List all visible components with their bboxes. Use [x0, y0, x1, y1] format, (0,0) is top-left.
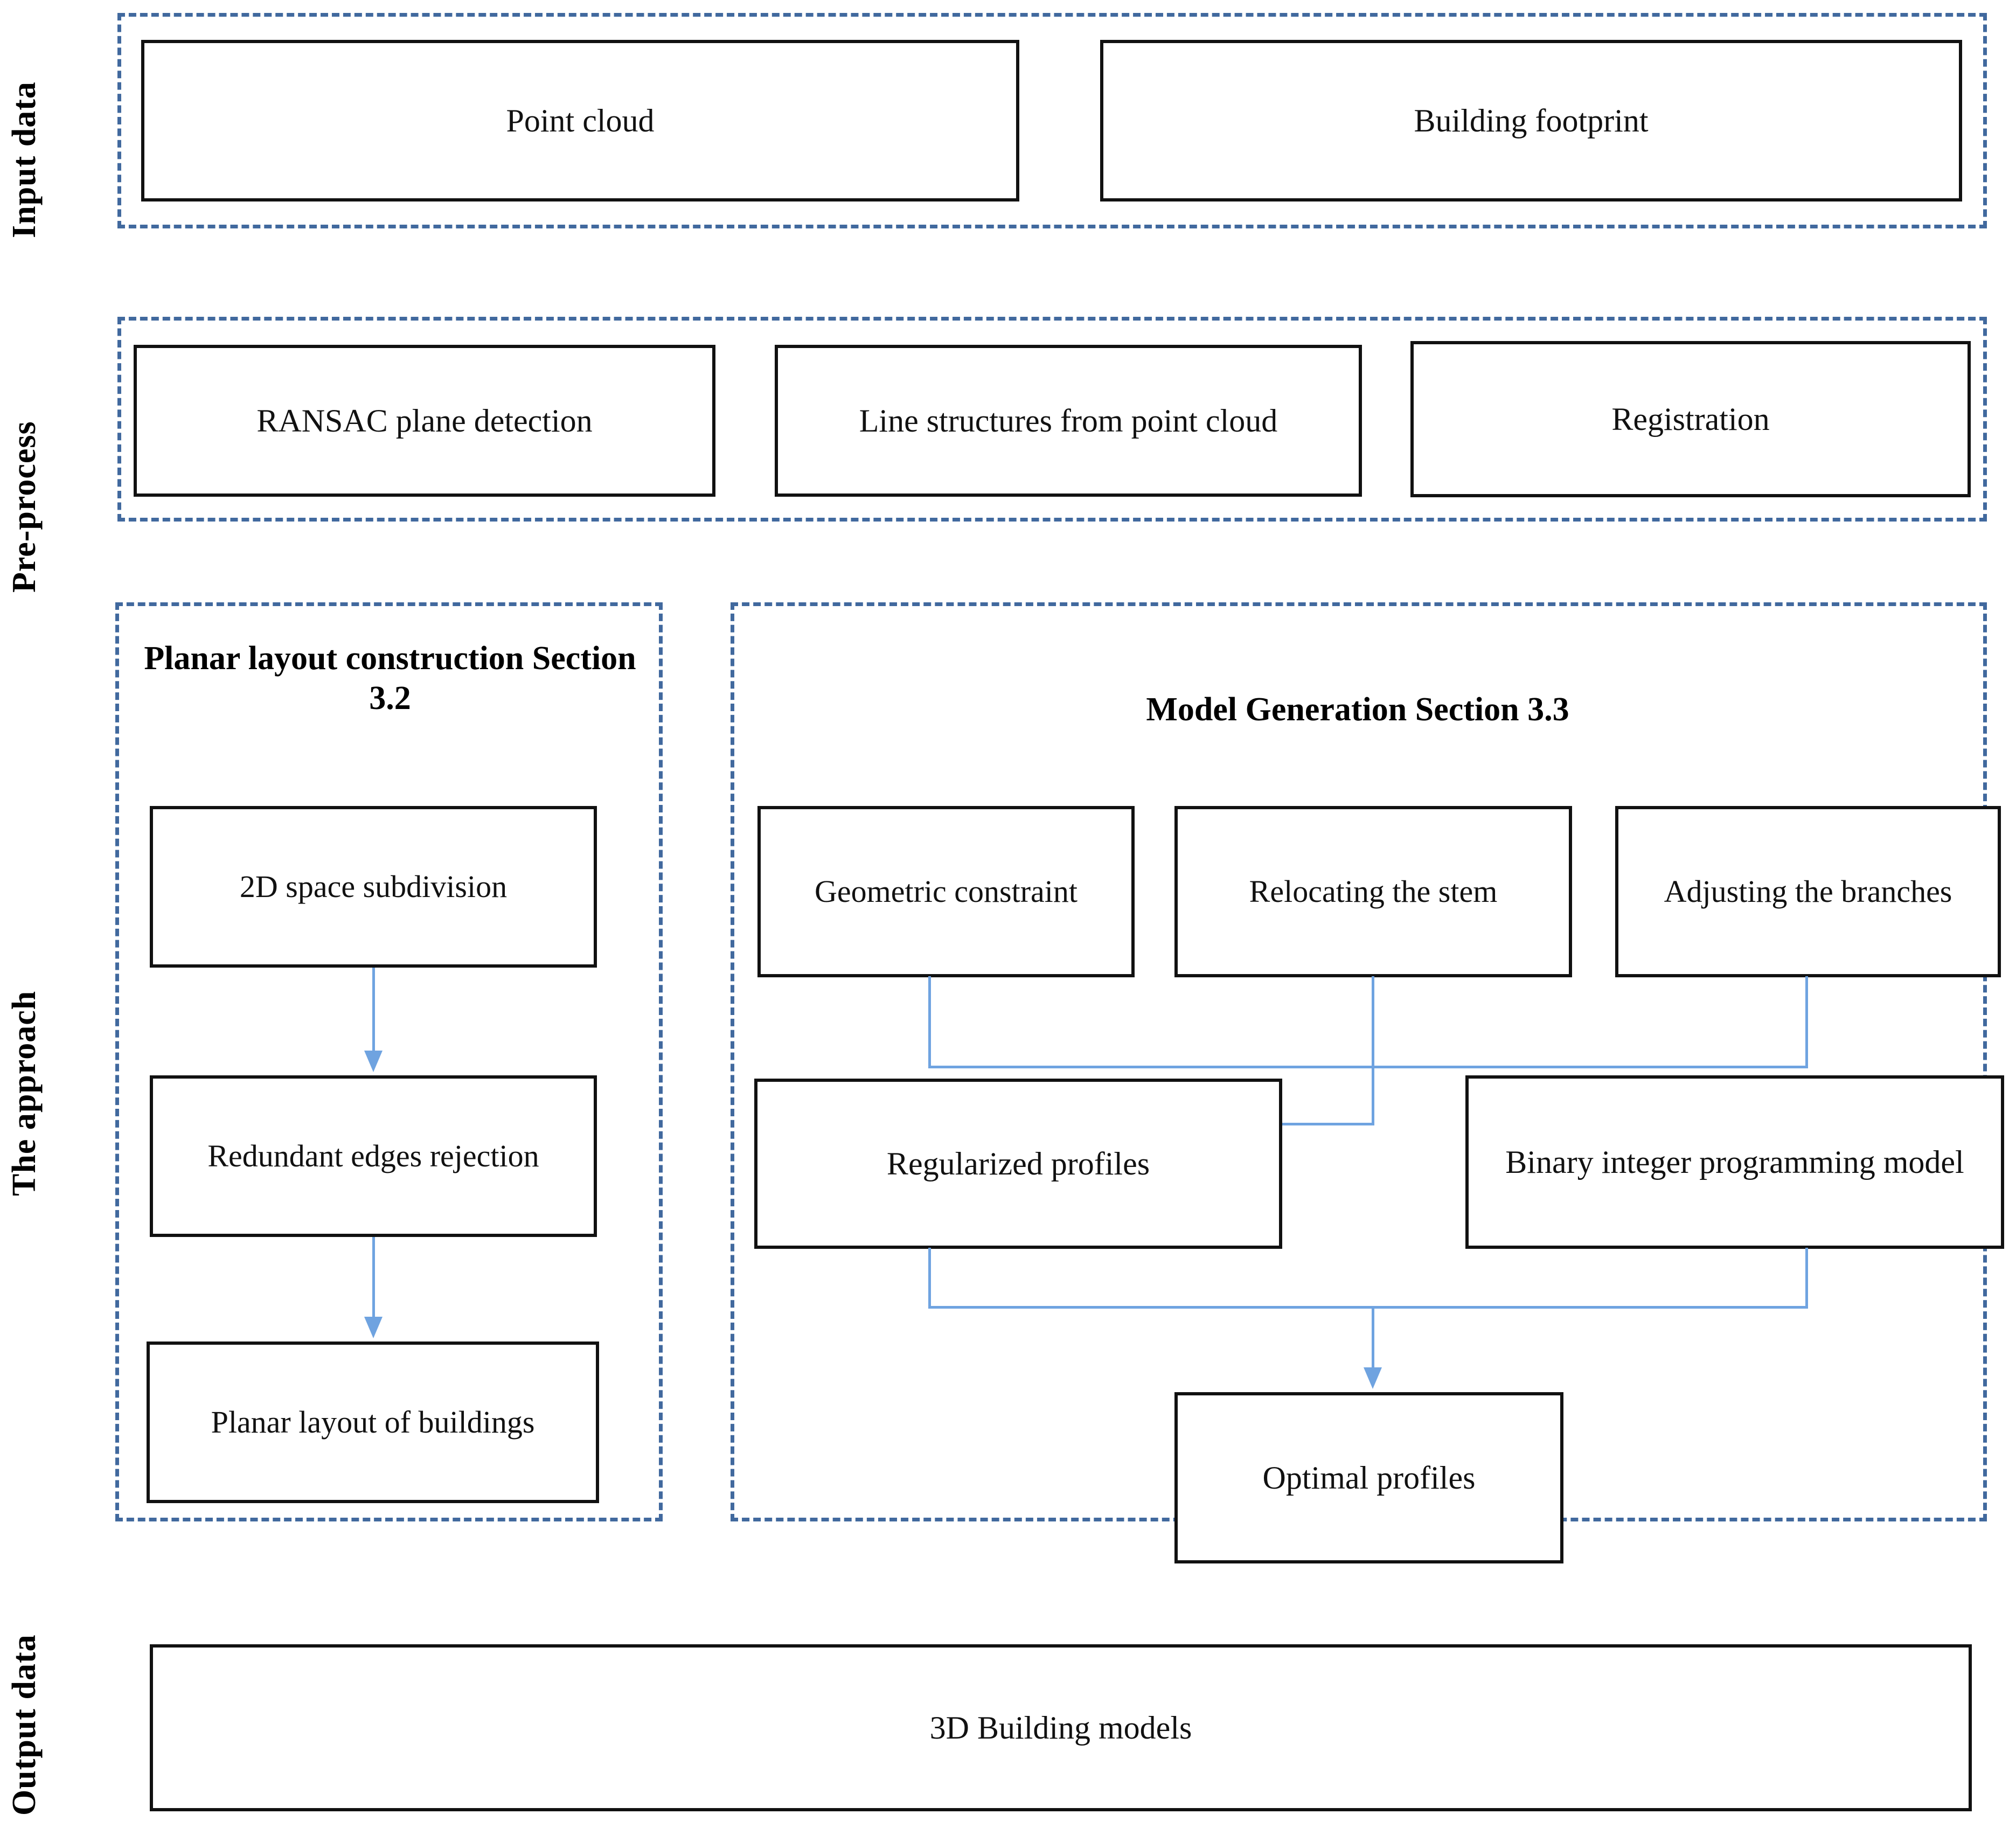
band-label-input-data: Input data [6, 81, 43, 238]
node-geometric-constraint[interactable]: Geometric constraint [757, 806, 1135, 977]
node-regularized-profiles[interactable]: Regularized profiles [754, 1079, 1282, 1249]
band-label-output-data: Output data [6, 1634, 43, 1816]
node-relocating-the-stem[interactable]: Relocating the stem [1174, 806, 1572, 977]
node-binary-integer-programming-model[interactable]: Binary integer programming model [1465, 1075, 2004, 1249]
node-redundant-edges-rejection[interactable]: Redundant edges rejection [150, 1075, 597, 1237]
model-generation-group [731, 602, 1987, 1521]
band-label-the-approach: The approach [6, 990, 43, 1196]
connector-geometric-down [928, 976, 931, 1068]
arrowhead-subdivision-to-rejection [364, 1051, 383, 1072]
connector-into-optimal [1372, 1306, 1374, 1371]
connector-bottom-merge-bus [928, 1306, 1808, 1309]
node-ransac-plane-detection[interactable]: RANSAC plane detection [134, 345, 715, 497]
node-registration[interactable]: Registration [1410, 341, 1971, 497]
node-line-structures[interactable]: Line structures from point cloud [775, 345, 1362, 497]
planar-layout-heading: Planar layout construction Section 3.2 [144, 640, 636, 717]
band-label-pre-process: Pre-process [6, 421, 43, 593]
connector-subdivision-to-rejection [372, 968, 375, 1054]
node-optimal-profiles[interactable]: Optimal profiles [1174, 1392, 1563, 1563]
input-data-group [117, 13, 1987, 228]
connector-binary-down [1805, 1248, 1808, 1308]
node-building-footprint[interactable]: Building footprint [1100, 40, 1962, 201]
arrowhead-rejection-to-layout [364, 1317, 383, 1338]
connector-regularized-down [928, 1248, 931, 1308]
connector-relocating-down [1372, 976, 1374, 1068]
connector-adjusting-down [1805, 976, 1808, 1068]
node-2d-space-subdivision[interactable]: 2D space subdivision [150, 806, 597, 968]
connector-merge-drop [1372, 1066, 1374, 1125]
node-adjusting-the-branches[interactable]: Adjusting the branches [1615, 806, 2001, 977]
node-3d-building-models[interactable]: 3D Building models [150, 1644, 1972, 1811]
node-planar-layout-of-buildings[interactable]: Planar layout of buildings [147, 1342, 599, 1503]
pre-process-group [117, 317, 1987, 522]
planar-layout-group [115, 602, 663, 1521]
connector-rejection-to-layout [372, 1237, 375, 1320]
arrowhead-into-optimal [1364, 1367, 1382, 1389]
connector-top-merge-bus [928, 1066, 1808, 1068]
node-point-cloud[interactable]: Point cloud [141, 40, 1019, 201]
model-generation-heading: Model Generation Section 3.3 [1146, 691, 1569, 728]
